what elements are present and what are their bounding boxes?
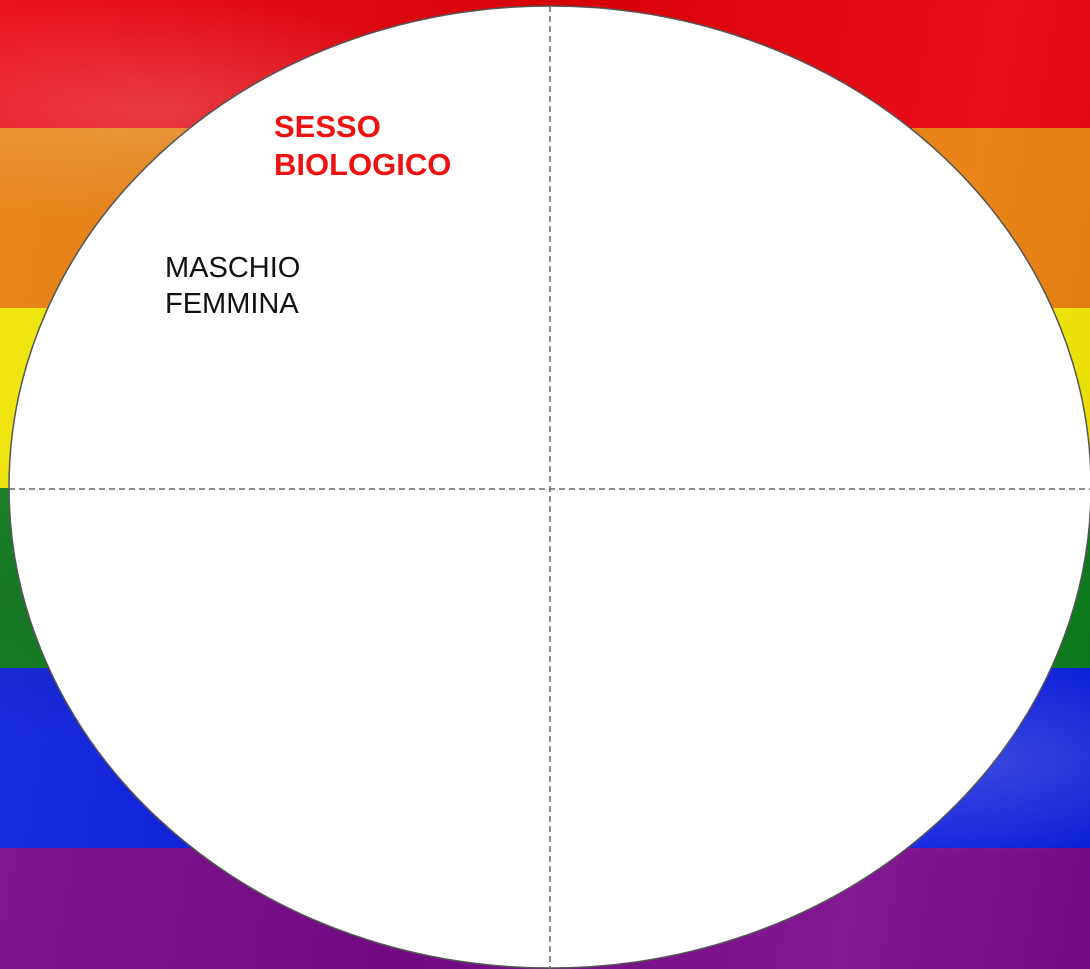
quadrant-title-biological-sex: SESSO BIOLOGICO <box>274 108 514 184</box>
option-item-male: MASCHIO <box>165 252 301 284</box>
quadrant-title-line: SESSO <box>274 109 381 144</box>
quadrant-option-list: MASCHIO FEMMINA <box>165 250 300 322</box>
option-item-female: FEMMINA <box>165 288 299 320</box>
quadrant-title-line: BIOLOGICO <box>274 147 452 182</box>
